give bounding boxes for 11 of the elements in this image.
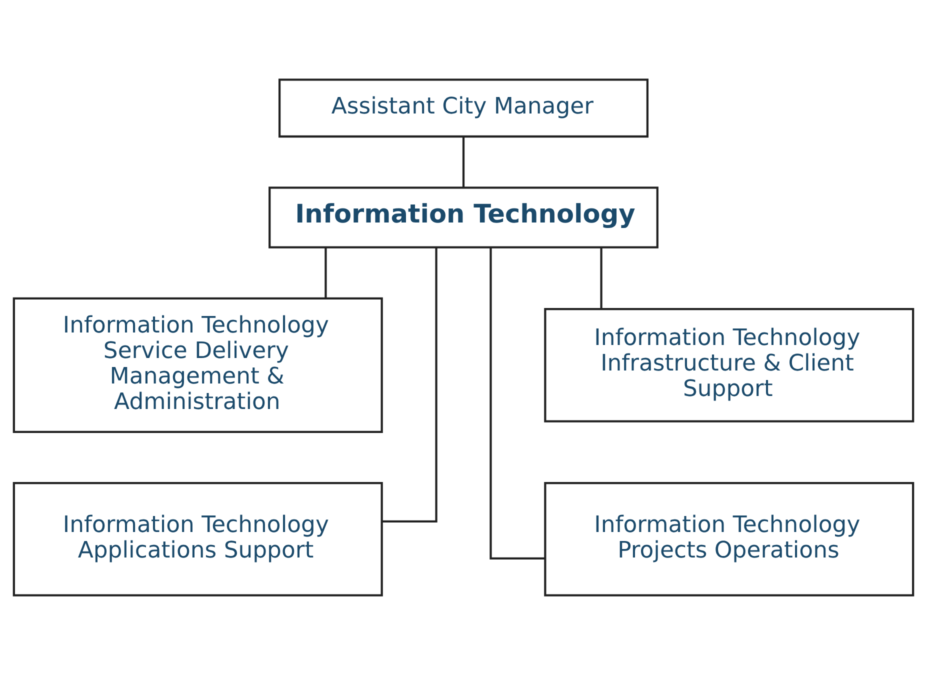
connector: [324, 247, 327, 298]
connector: [462, 136, 465, 188]
node-box: Assistant City Manager: [278, 78, 649, 138]
node-box: Information Technology Projects Operations: [544, 482, 914, 596]
connector: [382, 248, 438, 523]
node-box: Information Technology: [268, 186, 658, 248]
node-box: Information Technology Service Delivery Management & Administration: [12, 297, 383, 434]
node-box: Information Technology Applications Support: [12, 482, 383, 596]
connector: [600, 247, 602, 310]
connector: [490, 248, 545, 560]
node-box: Information Technology Infrastructure & Client Support: [544, 308, 914, 422]
